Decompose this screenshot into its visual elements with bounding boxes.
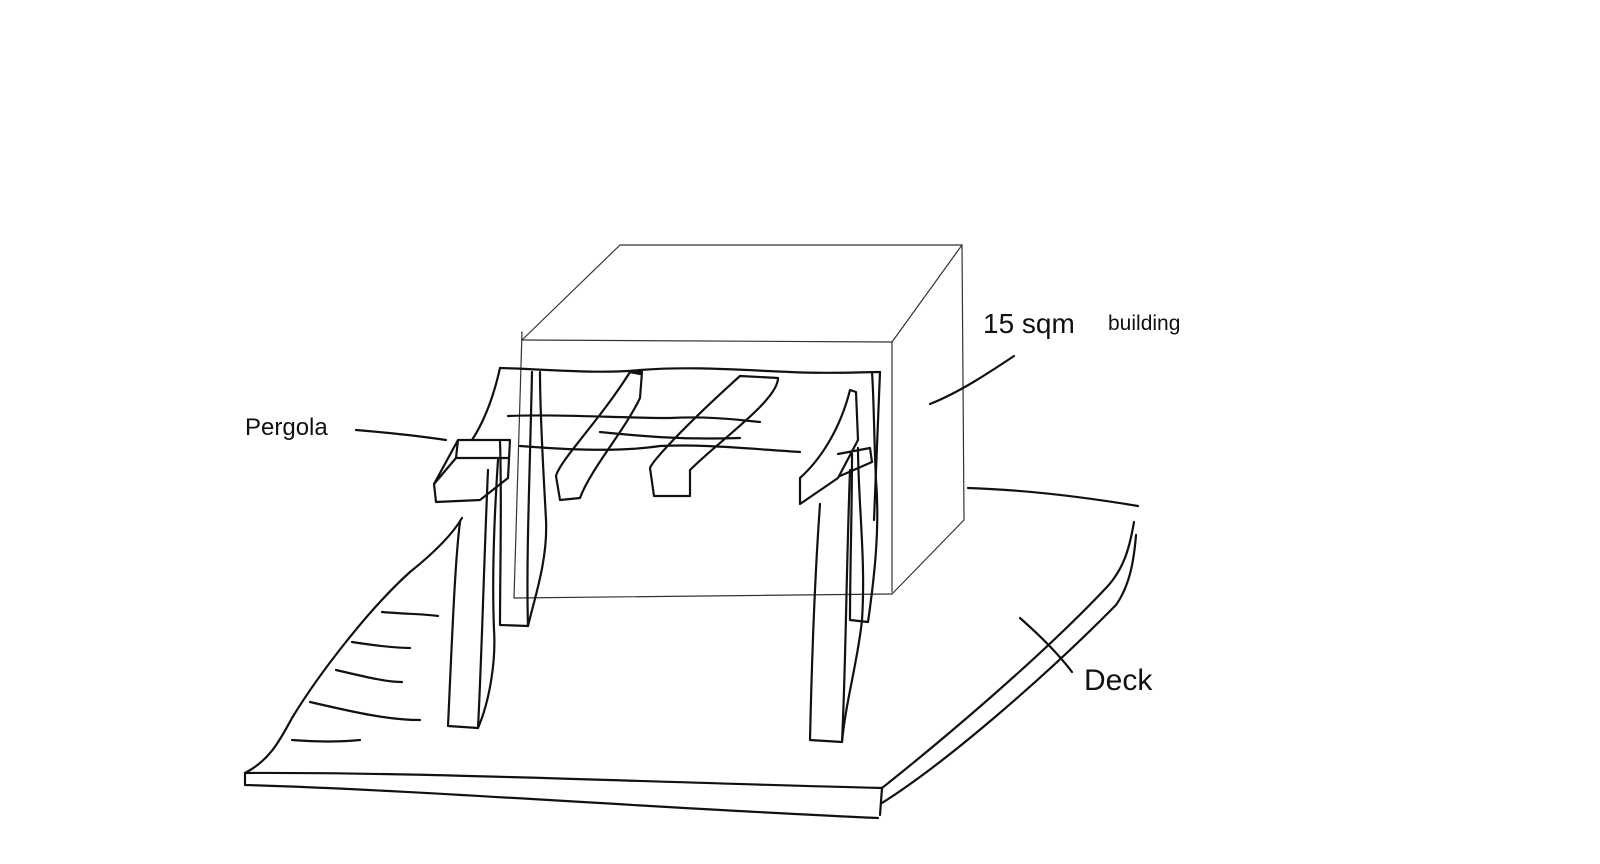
building-label: building: [1108, 312, 1181, 335]
deck-board-line-3: [334, 668, 404, 684]
building-roof-left: [521, 244, 621, 341]
pergola-leader-line: [354, 428, 448, 442]
pergola-canopy-front: [498, 366, 882, 374]
deck-front-edge-lower: [243, 771, 880, 820]
pergola: [432, 366, 882, 744]
building: [513, 244, 965, 599]
deck-board-line-1: [380, 610, 440, 618]
deck-leader-line: [1018, 616, 1074, 674]
pergola-post-back-left-edge: [526, 370, 534, 628]
building-base-front: [513, 593, 893, 599]
deck-right-edge: [880, 520, 1136, 790]
pergola-post-front-left-edge: [476, 468, 490, 730]
deck-front-edge: [243, 771, 884, 790]
pergola-canopy-right: [872, 370, 882, 522]
building-edge-front-left: [513, 331, 523, 599]
deck-board-line-5: [290, 738, 362, 743]
pergola-beam-right: [798, 388, 874, 506]
pergola-label: Pergola: [245, 414, 328, 441]
pergola-beam-2: [554, 370, 644, 502]
building-roof-right: [891, 244, 963, 343]
deck-board-line-2: [350, 640, 412, 650]
pergola-post-front-right-edge: [840, 468, 852, 744]
pergola-crossbar-1: [506, 414, 762, 424]
building-base-right: [891, 519, 965, 595]
deck-corner: [878, 786, 884, 817]
pergola-post-front-right: [808, 446, 865, 744]
building-area-label: 15 sqm: [983, 308, 1075, 339]
building-edge-back-right: [961, 244, 965, 521]
pergola-post-back-left: [498, 370, 548, 628]
pergola-crossbar-2: [518, 444, 802, 454]
pergola-crossbar-3: [598, 430, 742, 440]
pergola-post-front-left: [446, 458, 500, 730]
deck-right-edge-lower: [880, 533, 1138, 805]
deck: [243, 486, 1140, 820]
pergola-beam-left: [432, 438, 512, 504]
pergola-beam-3: [648, 374, 780, 498]
deck-outline: [243, 516, 464, 775]
deck-board-line-4: [308, 700, 422, 722]
building-roof-front: [521, 339, 893, 343]
deck-label: Deck: [1084, 664, 1153, 697]
deck-back-edge: [966, 486, 1140, 508]
pergola-canopy-left: [470, 366, 502, 442]
area-leader-line: [928, 354, 1016, 406]
pergola-post-back-right: [848, 370, 879, 624]
